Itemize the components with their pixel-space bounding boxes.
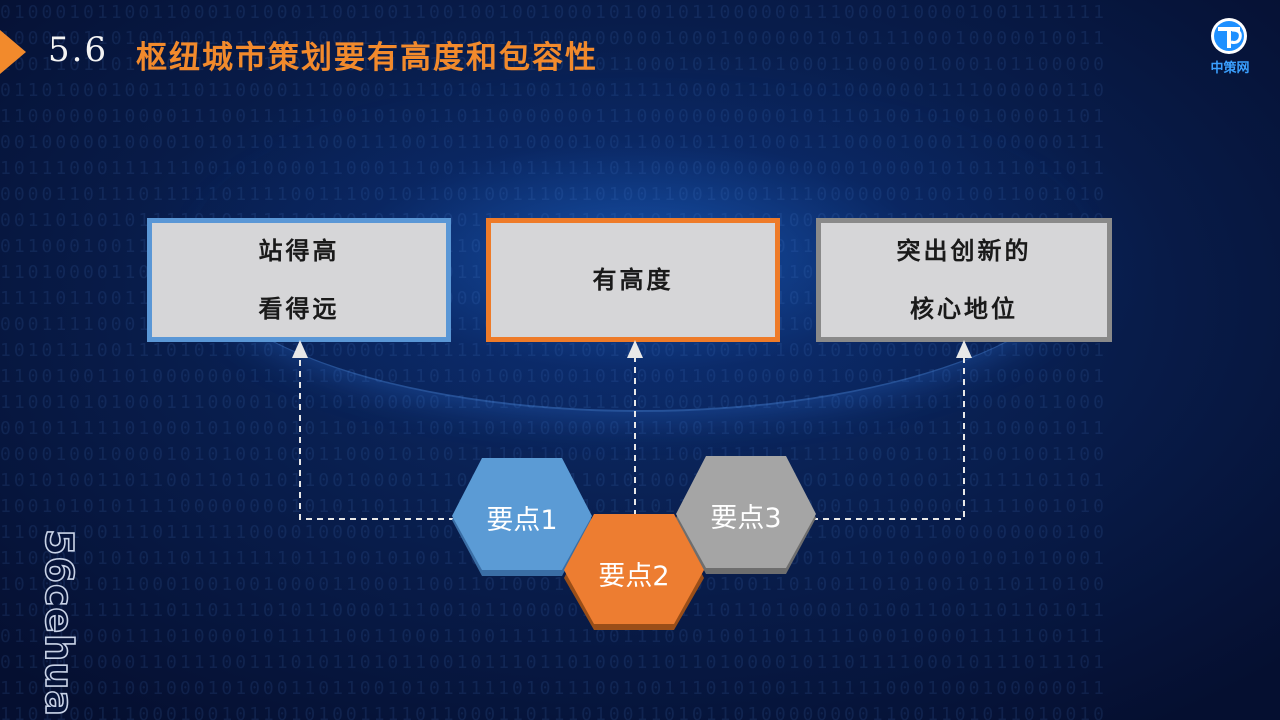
point-1-hex: 要点1 [450, 458, 594, 576]
logo-text: 中策网 [1210, 61, 1250, 76]
box-2-line-1: 有高度 [592, 265, 674, 294]
box-1-line-1: 站得高 [258, 236, 340, 265]
box-3: 突出创新的 核心地位 [816, 218, 1112, 342]
connector-1 [292, 340, 455, 520]
box-3-line-2: 核心地位 [910, 294, 1018, 323]
title-arrow-icon [0, 30, 26, 74]
point-1-label: 要点1 [486, 505, 558, 536]
connector-3 [812, 340, 972, 520]
point-2-label: 要点2 [598, 561, 670, 592]
box-1-line-2: 看得远 [258, 294, 340, 323]
box-3-line-1: 突出创新的 [896, 236, 1032, 265]
page-title: 枢纽城市策划要有高度和包容性 [136, 40, 598, 76]
section-number: 5.6 [48, 30, 109, 70]
logo-icon [1211, 18, 1247, 54]
point-2-hex: 要点2 [562, 514, 706, 632]
glow-arc [190, 80, 1090, 412]
box-2: 有高度 [486, 218, 780, 342]
point-3-hex: 要点3 [674, 456, 818, 574]
point-3-label: 要点3 [710, 503, 782, 534]
box-1: 站得高 看得远 [147, 218, 451, 342]
